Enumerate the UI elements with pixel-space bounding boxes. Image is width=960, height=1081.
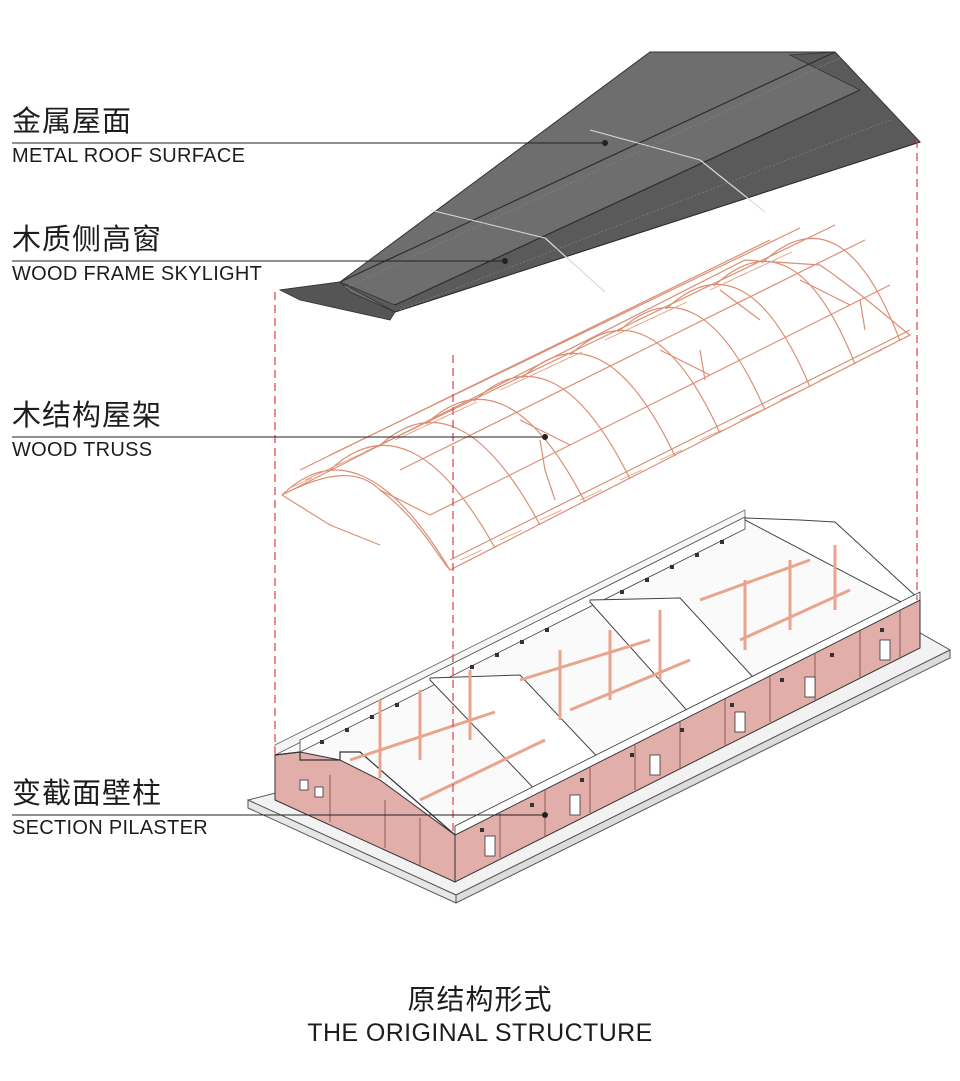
figure-caption: 原结构形式 THE ORIGINAL STRUCTURE: [0, 982, 960, 1048]
label-metal-roof-zh: 金属屋面: [12, 104, 133, 138]
interior-beams: [349, 545, 851, 802]
brick-building: [274, 509, 921, 883]
caption-en: THE ORIGINAL STRUCTURE: [307, 1019, 653, 1047]
leader-lines: [12, 140, 608, 818]
label-wood-truss-zh: 木结构屋架: [12, 398, 163, 432]
label-skylight-zh: 木质侧高窗: [12, 222, 163, 256]
metal-roof: [278, 51, 921, 321]
label-pilaster: 变截面壁柱 SECTION PILASTER: [12, 776, 208, 840]
truss-hatching: [289, 251, 883, 561]
window-marks: [320, 540, 884, 832]
label-wood-truss-en: WOOD TRUSS: [12, 439, 153, 461]
projection-lines: [274, 140, 918, 835]
label-skylight: 木质侧高窗 WOOD FRAME SKYLIGHT: [12, 222, 262, 286]
caption-zh: 原结构形式: [407, 983, 553, 1016]
wall-openings: [299, 639, 891, 857]
label-pilaster-zh: 变截面壁柱: [12, 776, 163, 810]
label-pilaster-en: SECTION PILASTER: [12, 817, 208, 839]
wood-truss: [281, 224, 912, 571]
label-metal-roof-en: METAL ROOF SURFACE: [12, 145, 246, 167]
label-wood-truss: 木结构屋架 WOOD TRUSS: [12, 398, 162, 462]
label-skylight-en: WOOD FRAME SKYLIGHT: [12, 263, 263, 285]
label-metal-roof: 金属屋面 METAL ROOF SURFACE: [12, 104, 245, 168]
